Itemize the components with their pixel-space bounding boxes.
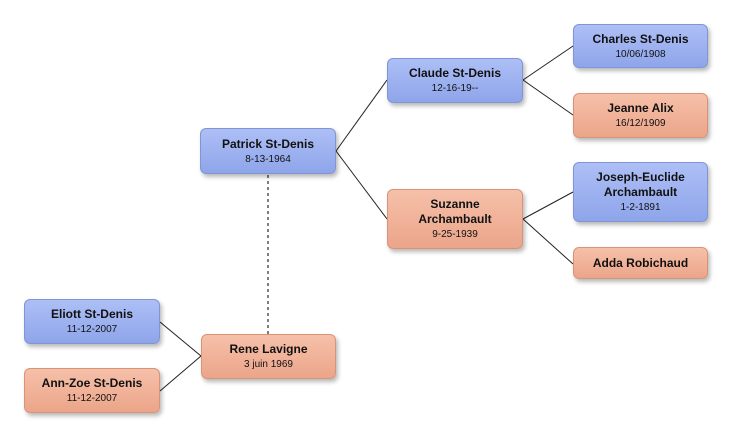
person-patrick-st-denis[interactable]: Patrick St-Denis 8-13-1964 [200,128,336,174]
person-name-line1: Joseph-Euclide [596,170,685,184]
person-name: Ann-Zoe St-Denis [41,376,143,390]
person-claude-st-denis[interactable]: Claude St-Denis 12-16-19-- [387,58,523,103]
person-ann-zoe-st-denis[interactable]: Ann-Zoe St-Denis 11-12-2007 [24,368,160,413]
person-date: 3 juin 1969 [244,359,293,370]
person-date: 16/12/1909 [615,118,666,129]
connector-suzanne-adda [522,218,574,265]
person-charles-st-denis[interactable]: Charles St-Denis 10/06/1908 [573,24,708,68]
person-name: Claude St-Denis [408,66,501,80]
person-rene-lavigne[interactable]: Rene Lavigne 3 juin 1969 [201,334,336,379]
connector-suzanne-joseph [522,191,574,220]
person-name-line2: Archambault [603,185,678,199]
person-date: 11-12-2007 [66,324,118,335]
person-name: Jeanne Alix [607,101,674,115]
connector-patrick-suzanne [335,150,388,220]
person-name: Adda Robichaud [592,255,689,270]
person-name-line1: Suzanne [430,197,480,211]
person-name: Charles St-Denis [592,31,689,46]
person-adda-robichaud[interactable]: Adda Robichaud [573,247,708,279]
person-joseph-euclide-archambault[interactable]: Joseph-Euclide Archambault 1-2-1891 [573,162,708,222]
person-date: 10/06/1908 [615,48,666,60]
person-date: 8-13-1964 [245,153,291,165]
connector-claude-jeanne [522,79,574,116]
person-name: Eliott St-Denis [50,307,133,321]
person-jeanne-alix[interactable]: Jeanne Alix 16/12/1909 [573,93,708,138]
person-name-line2: Archambault [418,212,492,226]
person-eliott-st-denis[interactable]: Eliott St-Denis 11-12-2007 [24,299,160,344]
person-name: Patrick St-Denis [221,136,315,151]
person-date: 1-2-1891 [620,202,661,213]
connector-annzoe-rene [159,355,202,392]
connector-eliott-rene [159,321,202,357]
person-date: 9-25-1939 [432,229,478,240]
person-name: Rene Lavigne [229,342,308,356]
person-date: 12-16-19-- [431,83,479,94]
connector-patrick-claude [335,79,388,152]
person-date: 11-12-2007 [66,393,118,404]
person-suzanne-archambault[interactable]: Suzanne Archambault 9-25-1939 [387,189,523,249]
connector-claude-charles [522,45,574,81]
